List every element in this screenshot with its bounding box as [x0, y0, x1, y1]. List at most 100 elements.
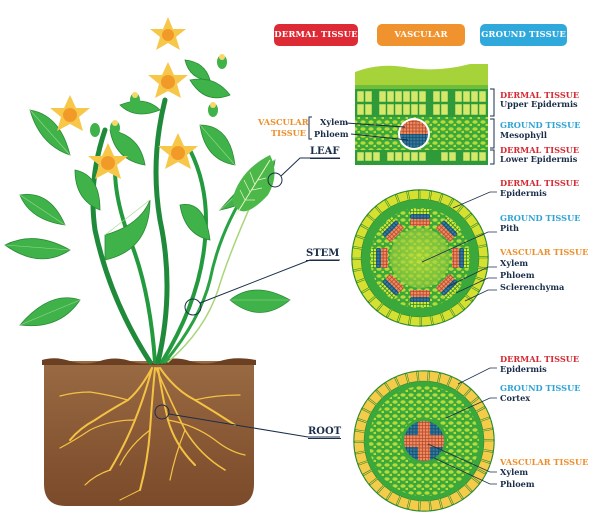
root-vascular-category: VASCULAR TISSUE: [500, 457, 589, 467]
epidermis-cell: [475, 234, 488, 247]
stem-sclerenchyma: [371, 248, 376, 268]
epidermis-cell: [465, 477, 480, 492]
epidermis-cell: [477, 460, 491, 474]
epidermis-cell: [470, 223, 484, 237]
epidermis-cell: [483, 440, 495, 452]
epidermis-cell: [439, 495, 453, 509]
epidermis-cell: [361, 288, 376, 303]
epidermis-cell: [360, 215, 375, 229]
stem-xylem: [436, 274, 454, 292]
epidermis-cell: [457, 205, 472, 220]
stem-sclerenchyma: [444, 217, 461, 234]
epidermis-cell: [421, 315, 433, 327]
leaf-vascular-label-1: VASCULAR: [258, 117, 309, 127]
vascular-bundle: [436, 217, 461, 242]
epidermis-cell: [457, 484, 472, 500]
epidermis-cell: [449, 490, 463, 505]
epidermis-cell: [367, 206, 382, 221]
epidermis-cell: [353, 442, 366, 453]
epidermis-cell: [419, 500, 431, 512]
epidermis-cell: [480, 417, 494, 431]
epidermis-cell: [368, 390, 383, 405]
vascular-bundle: [379, 274, 404, 299]
stem-xylem: [410, 219, 430, 226]
leaf-callout-circle: [267, 172, 283, 188]
stems: [90, 97, 263, 365]
epidermis-cell: [482, 429, 495, 440]
epidermis-cell: [375, 199, 390, 214]
epidermis-cell: [439, 193, 453, 207]
stem-xylem: [386, 274, 404, 292]
flowers: [50, 17, 227, 179]
epidermis-cell: [449, 198, 463, 213]
epidermis-cell: [356, 279, 370, 293]
epidermis-cell: [428, 370, 440, 383]
stem-xylem: [452, 248, 459, 268]
leaf-ground-category: GROUND TISSUE: [500, 120, 581, 130]
epidermis-cell: [465, 287, 480, 301]
epidermis-cell: [362, 470, 378, 485]
epidermis-cell: [476, 407, 491, 421]
stem-sclerenchyma: [464, 248, 469, 268]
stem-phloem: [441, 279, 458, 296]
vascular-bundle: [436, 274, 461, 299]
leaf-lower-dermal-category: DERMAL TISSUE: [500, 145, 580, 155]
vascular-bundle: [452, 248, 469, 268]
epidermis-cell: [429, 190, 442, 203]
stem-sclerenchyma: [410, 302, 430, 307]
leaf-upper-dermal-category: DERMAL TISSUE: [500, 90, 580, 100]
stem-vascular-category: VASCULAR TISSUE: [500, 247, 589, 257]
epidermis-cell: [357, 461, 372, 475]
epidermis-cell: [376, 382, 391, 398]
epidermis-cell: [456, 381, 471, 397]
stem-xylem: [381, 248, 388, 268]
stem-label: STEM: [306, 248, 340, 261]
vascular-bundle: [379, 217, 404, 242]
epidermis-cell: [353, 430, 365, 442]
epidermis-cell: [377, 303, 391, 318]
leaf-mesophyll-label: Mesophyll: [500, 130, 547, 140]
epidermis-cell: [357, 408, 371, 422]
stem-sclerenchyma-label: Sclerenchyma: [500, 282, 565, 292]
root-cortex-label: Cortex: [500, 393, 531, 403]
epidermis-cell: [398, 313, 411, 326]
epidermis-cell: [417, 370, 429, 382]
stem-pith-label: Pith: [500, 223, 520, 233]
leaf-cross-section: [308, 64, 495, 165]
leaf-xylem-label: Xylem: [320, 117, 349, 127]
stem-sclerenchyma: [379, 282, 396, 299]
epidermis-cell: [368, 296, 383, 311]
roots: [59, 367, 246, 501]
vascular-bundle: [410, 290, 430, 307]
stem-phloem: [376, 248, 381, 268]
leaf-label: LEAF: [310, 146, 340, 159]
stem-ground-category: GROUND TISSUE: [500, 213, 581, 223]
stem-callout-circle: [184, 298, 202, 316]
epidermis-cell: [395, 373, 409, 387]
epidermis-cell: [351, 247, 362, 259]
epidermis-cell: [351, 259, 363, 271]
epidermis-cell: [406, 371, 418, 384]
stem-epidermis-label: Epidermis: [500, 188, 547, 198]
root-callout-circle: [154, 404, 170, 420]
epidermis-cell: [385, 377, 399, 392]
epidermis-cell: [477, 245, 489, 257]
highlighted-leaf: [232, 155, 275, 216]
stem-xylem: [436, 224, 454, 242]
epidermis-cell: [352, 236, 365, 249]
stem-xylem-label: Xylem: [500, 258, 529, 268]
legend-dermal-tissue: DERMAL TISSUE: [274, 24, 358, 46]
epidermis-cell: [470, 397, 486, 412]
epidermis-cell: [438, 372, 451, 386]
epidermis-cell: [464, 389, 479, 404]
root-ground-category: GROUND TISSUE: [500, 383, 581, 393]
stem-sclerenchyma: [379, 217, 396, 234]
leaf-lower-epidermis-label: Lower Epidermis: [500, 154, 578, 164]
stem-phloem: [441, 220, 458, 237]
epidermis-cell: [369, 478, 384, 493]
stem-phloem: [410, 297, 430, 302]
stem-phloem: [410, 214, 430, 219]
epidermis-cell: [352, 269, 365, 282]
root-cross-section: [353, 367, 497, 512]
